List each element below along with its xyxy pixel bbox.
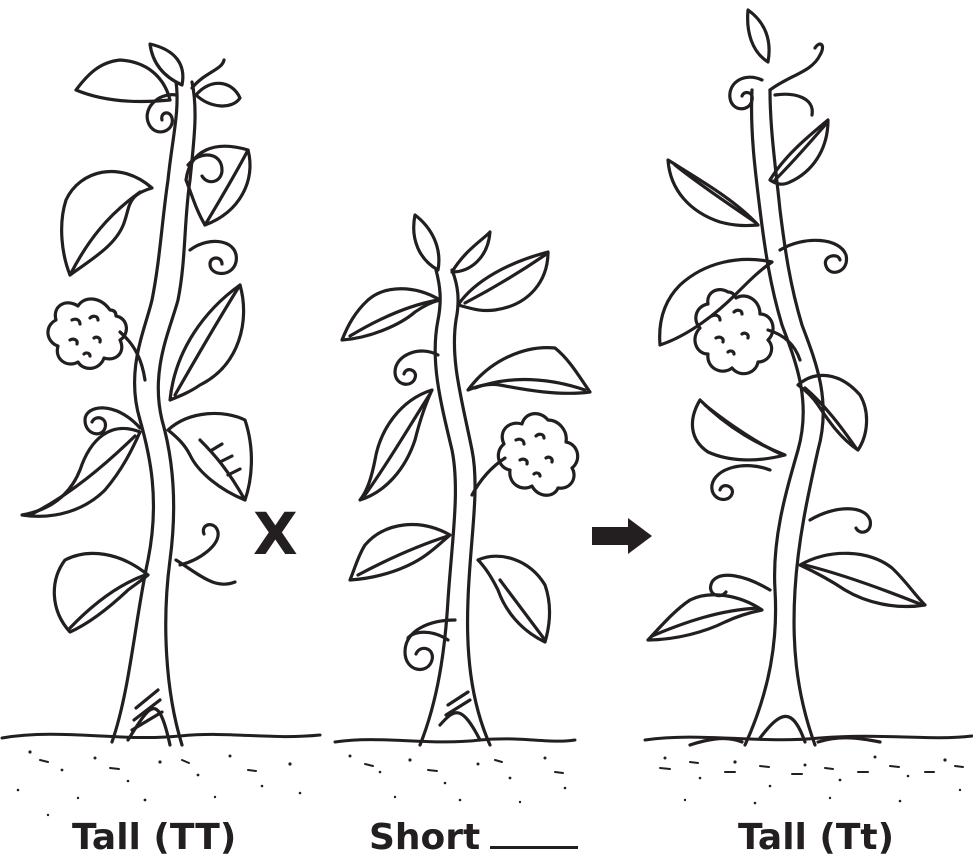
- plant-label-text: Short: [369, 817, 480, 858]
- leaf: [150, 44, 183, 85]
- plant-leaves: [648, 10, 925, 640]
- plant-stem: [420, 270, 490, 745]
- short-plant: [342, 215, 590, 745]
- cross-operator-symbol: X: [253, 505, 298, 563]
- leaf: [76, 60, 170, 102]
- leaf: [798, 375, 867, 450]
- leaf: [748, 10, 769, 62]
- plant-label-text: Tall (TT): [72, 817, 236, 858]
- plant-label-short: Short: [369, 820, 578, 856]
- leaf: [196, 83, 240, 106]
- soil-specks: [17, 750, 962, 816]
- leaf: [414, 215, 439, 270]
- leaf: [452, 232, 490, 272]
- plant-label-text: Tall (Tt): [738, 817, 894, 858]
- plant-tendrils: [85, 95, 236, 585]
- leaf: [54, 553, 148, 632]
- plant-tendrils: [395, 351, 455, 669]
- genotype-blank-line: [490, 845, 578, 849]
- plant-flower: [472, 414, 578, 496]
- plant-label-tall-tt: Tall (TT): [72, 820, 236, 856]
- plant-label-tall-tt-hybrid: Tall (Tt): [738, 820, 894, 856]
- plant-flower: [48, 299, 145, 380]
- plant-tendrils: [711, 44, 871, 596]
- tall-plant-tt: [22, 44, 251, 745]
- soil-dashes: [40, 760, 963, 774]
- arrow-right-icon: [592, 518, 652, 554]
- leaf: [22, 428, 140, 516]
- tall-plant-tt-hybrid: [648, 10, 925, 745]
- plant-leaves: [22, 44, 251, 632]
